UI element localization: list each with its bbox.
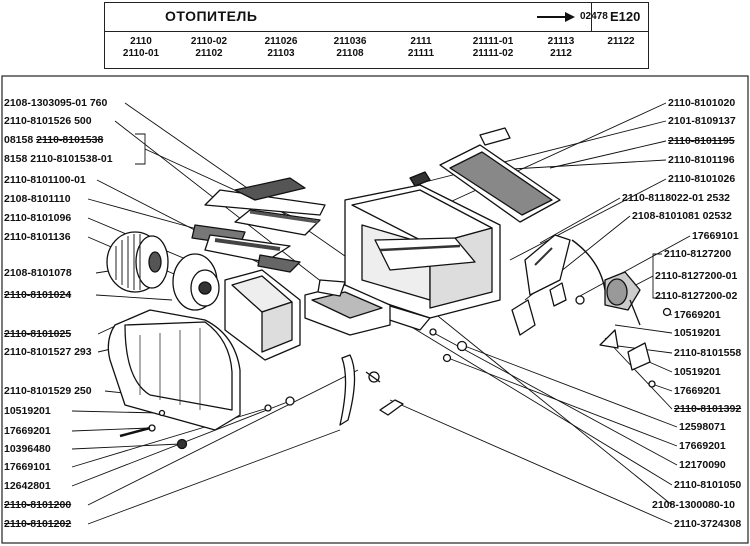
part-label-left: 2110-8101096 [4,212,72,224]
part-label-left: 17669201 [4,425,51,437]
heater-parts [106,127,672,450]
part-label-left: 2110-8101200 [4,499,72,511]
part-label-right: 17669201 [679,440,726,452]
part-label-left: 8158 2110-8101538-01 [4,153,113,165]
part-label-right: 2110-8127200-01 [655,270,738,282]
reference-number: 02478 [580,11,608,22]
part-label-left: 2110-8101100-01 [4,174,86,186]
part-label-left: 2110-8101527 293 [4,346,92,358]
part-label-right: 10519201 [674,327,721,339]
part-label-right: 2110-8101196 [668,154,735,166]
part-label-left: 08158 2110-8101538 [4,134,104,146]
duct-pipe [339,354,356,426]
part-label-left: 17669101 [4,461,51,473]
part-label-right: 2108-1300080-10 [652,499,735,511]
part-label-right: 10519201 [674,366,721,378]
part-label-right: 2110-8127200 [664,248,732,260]
part-label-right: 2110-8101392 [674,403,742,415]
part-label-left: 12642801 [4,480,51,492]
model-cell: 21122 [607,36,635,47]
part-label-left: 10519201 [4,405,51,417]
diagram-frame [1,75,749,544]
part-label-right: 2110-3724308 [674,518,742,530]
header-row [105,3,648,32]
part-label-right: 12598071 [679,421,726,433]
part-label-right: 2110-8101195 [668,135,735,147]
part-label-left: 2110-8101529 250 [4,385,92,397]
part-label-right: 2110-8118022-01 2532 [622,192,731,204]
part-label-left: 2110-8101025 [4,328,72,340]
part-label-left: 2108-1303095-01 760 [4,97,108,109]
part-label-right: 17669101 [692,230,739,242]
part-label-right: 2108-8101081 02532 [632,210,732,222]
part-label-left: 2108-8101078 [4,267,72,279]
part-label-left: 10396480 [4,443,51,455]
part-label-right: 2110-8127200-02 [655,290,738,302]
part-label-right: 17669201 [674,385,721,397]
part-label-left: 2110-8101024 [4,289,72,301]
flap-seal [234,177,306,201]
header-divider [591,3,592,31]
part-label-right: 2110-8101026 [668,173,736,185]
part-label-left: 2110-8101136 [4,231,71,243]
part-label-left: 2110-8101202 [4,518,72,530]
arrow-right-icon [537,12,575,22]
part-label-right: 2110-8101050 [674,479,742,491]
diagram-title: ОТОПИТЕЛЬ [165,8,258,24]
upper-flap [204,189,326,216]
part-label-right: 2101-8109137 [668,115,736,127]
part-label-right: 17669201 [674,309,721,321]
part-label-left: 2108-8101110 [4,193,71,205]
part-label-right: 2110-8101020 [668,97,736,109]
part-label-left: 2110-8101526 500 [4,115,92,127]
part-label-right: 12170090 [679,459,726,471]
page-code: E120 [610,9,641,24]
part-label-right: 2110-8101558 [674,347,742,359]
